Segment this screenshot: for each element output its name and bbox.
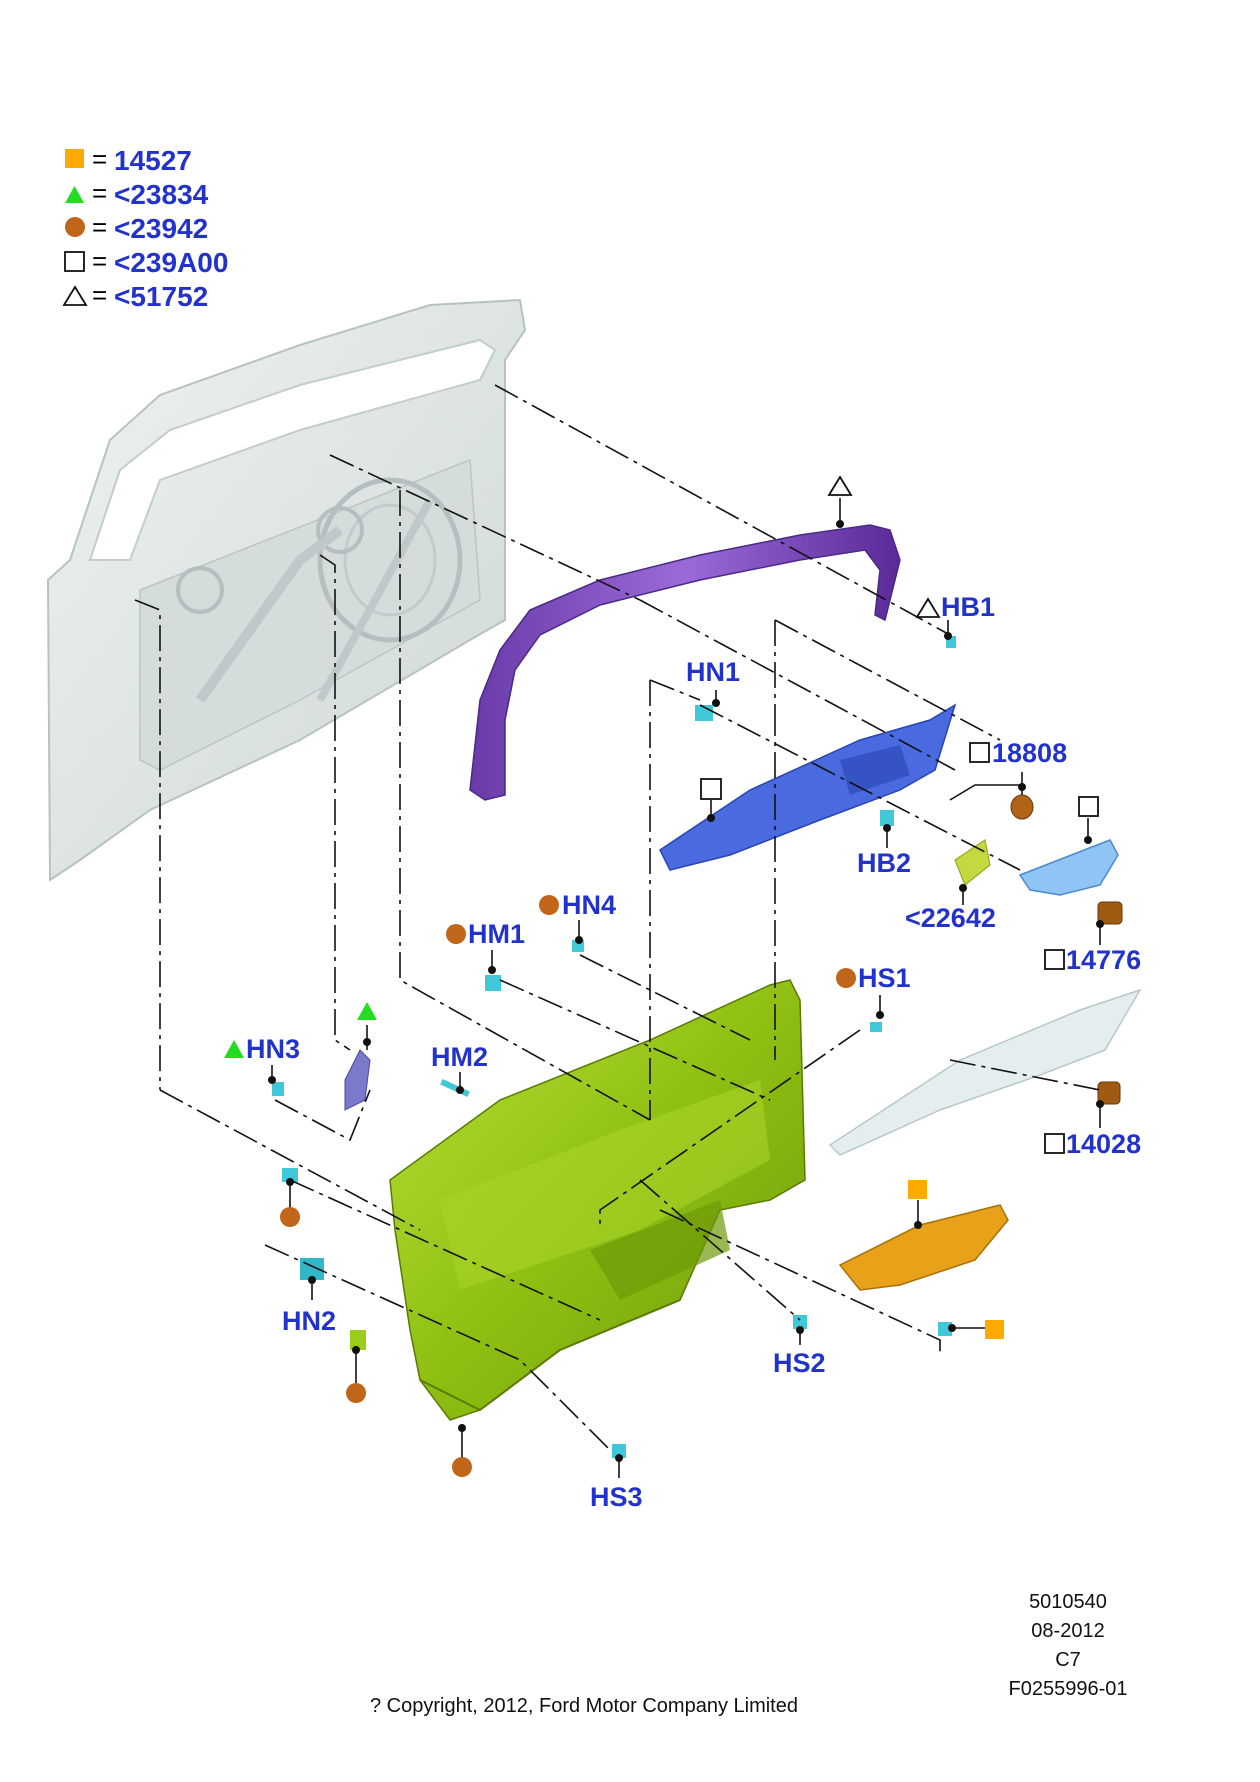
- clip-hs1: [870, 1022, 882, 1032]
- hollow-triangle-marker-icon: [827, 475, 853, 496]
- legend-equals-1: =: [92, 144, 107, 174]
- door-frame-illustration: [46, 298, 527, 882]
- switch-bezel-orange-square-icon: [908, 1180, 927, 1199]
- clip-hn3: [272, 1082, 284, 1096]
- switch-clip-orange-square-icon: [985, 1320, 1004, 1339]
- clip-hb1: [946, 636, 956, 648]
- clip-orange-switch: [938, 1322, 952, 1336]
- label-hn1: HN1: [686, 657, 740, 687]
- label-hm2: HM2: [431, 1042, 488, 1072]
- legend-equals-4: =: [92, 246, 107, 276]
- legend-equals-3: =: [92, 212, 107, 242]
- switch-bezel-part: [838, 1204, 1009, 1291]
- label-hn2: HN2: [282, 1306, 336, 1336]
- legend: = 14527 = <23834 = <23942 = <239A00 = <5…: [62, 144, 228, 312]
- legend-value-51752: <51752: [114, 281, 208, 312]
- legend-hollow-triangle-icon: [62, 285, 88, 306]
- legend-equals-2: =: [92, 178, 107, 208]
- p14776-square-icon: [1044, 949, 1065, 970]
- label-hb1: HB1: [941, 592, 995, 622]
- panel-bottom-circle-icon: [452, 1457, 472, 1477]
- legend-brown-circle-icon: [65, 217, 85, 237]
- label-22642: <22642: [905, 903, 996, 933]
- clip-left-mid: [282, 1168, 298, 1182]
- drawing-date: 08-2012: [1031, 1620, 1104, 1642]
- lower-green-clip-circle-icon: [346, 1383, 366, 1403]
- door-trim-panel-part: [389, 979, 806, 1421]
- hn3-green-triangle-icon: [224, 1040, 244, 1058]
- footer: 5010540 08-2012 C7 F0255996-01 ? Copyrig…: [370, 1591, 1127, 1717]
- label-14028: 14028: [1066, 1129, 1141, 1159]
- hs1-circle-icon: [836, 968, 856, 988]
- clip-hm1: [485, 975, 501, 991]
- clip-hm2: [440, 1078, 470, 1098]
- clip-lower-green: [350, 1330, 366, 1350]
- callout-leaders: [224, 475, 1104, 1478]
- upper-trim-square-icon: [700, 778, 722, 800]
- legend-green-triangle-icon: [65, 186, 84, 203]
- label-18808: 18808: [992, 738, 1067, 768]
- bracket-green-triangle-icon: [357, 1002, 377, 1020]
- left-clip-circle-icon: [280, 1207, 300, 1227]
- label-14776: 14776: [1066, 945, 1141, 975]
- callout-labels: HB1 HN1 18808 HB2 <22642 HN4 HM1 14776 H…: [246, 592, 1141, 1512]
- legend-hollow-square-icon: [64, 251, 85, 272]
- p14028-square-icon: [1044, 1133, 1065, 1154]
- handle-bezel-square-icon: [1078, 796, 1099, 817]
- upper-trim-part: [659, 703, 957, 871]
- clip-hs2: [793, 1315, 807, 1329]
- fastener-clips: [272, 636, 956, 1458]
- knob-part-18808: [1010, 794, 1034, 820]
- lower-trim-part: [828, 988, 1142, 1156]
- legend-value-23834: <23834: [114, 179, 209, 210]
- clip-hs3: [612, 1444, 626, 1458]
- figure-id: F0255996-01: [1009, 1678, 1128, 1700]
- label-hb2: HB2: [857, 848, 911, 878]
- drawing-number: 5010540: [1029, 1591, 1107, 1613]
- switch-part-14028: [1097, 1081, 1121, 1105]
- label-hn3: HN3: [246, 1034, 300, 1064]
- assembly-lines: [134, 384, 1101, 1451]
- legend-value-239A00: <239A00: [114, 247, 228, 278]
- label-hs2: HS2: [773, 1348, 826, 1378]
- legend-value-14527: 14527: [114, 145, 192, 176]
- label-hn4: HN4: [562, 890, 616, 920]
- hn4-circle-icon: [539, 895, 559, 915]
- label-hm1: HM1: [468, 919, 525, 949]
- handle-bezel-part: [1018, 839, 1119, 896]
- hm1-circle-icon: [446, 924, 466, 944]
- legend-orange-square-icon: [65, 149, 84, 168]
- header-trim-part: [469, 524, 901, 801]
- p18808-square-icon: [969, 742, 990, 763]
- hb1-triangle-icon: [915, 597, 941, 618]
- switch-part-14776: [1097, 901, 1123, 925]
- legend-value-23942: <23942: [114, 213, 208, 244]
- drawing-revision: C7: [1055, 1649, 1081, 1671]
- cover-part-22642: [954, 839, 991, 886]
- bracket-part: [344, 1049, 371, 1111]
- label-hs3: HS3: [590, 1482, 643, 1512]
- copyright-notice: ? Copyright, 2012, Ford Motor Company Li…: [370, 1695, 798, 1717]
- clip-hb2: [880, 810, 894, 826]
- legend-equals-5: =: [92, 280, 107, 310]
- label-hs1: HS1: [858, 963, 911, 993]
